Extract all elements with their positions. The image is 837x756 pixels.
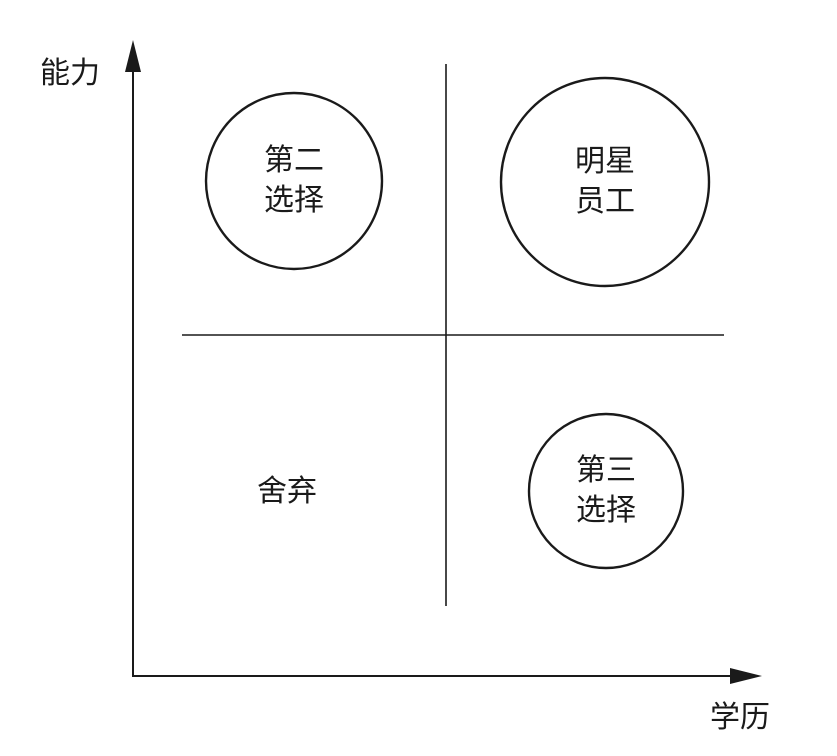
x-axis-arrow (730, 668, 762, 684)
y-axis-label: 能力 (40, 56, 100, 91)
quadrant-label-line: 选择 (576, 493, 636, 528)
y-axis-arrow (125, 40, 141, 72)
quadrant-label-line: 员工 (575, 184, 635, 219)
circle-star-employee (499, 76, 711, 288)
quadrant-label-line: 第三 (576, 453, 636, 488)
quadrant-label-second-choice: 第二 选择 (264, 141, 324, 221)
quadrant-label-star-employee: 明星 员工 (575, 142, 635, 222)
quadrant-label-line: 第二 (264, 143, 324, 178)
circle-second-choice (204, 91, 384, 271)
quadrant-label-line: 选择 (264, 183, 324, 218)
quadrant-label-line: 明星 (575, 144, 635, 179)
quadrant-label-third-choice: 第三 选择 (576, 451, 636, 531)
quadrant-label-discard: 舍弃 (257, 472, 317, 512)
circle-third-choice (527, 412, 685, 570)
x-axis-label: 学历 (710, 700, 770, 735)
quadrant-label-line: 舍弃 (257, 474, 317, 509)
